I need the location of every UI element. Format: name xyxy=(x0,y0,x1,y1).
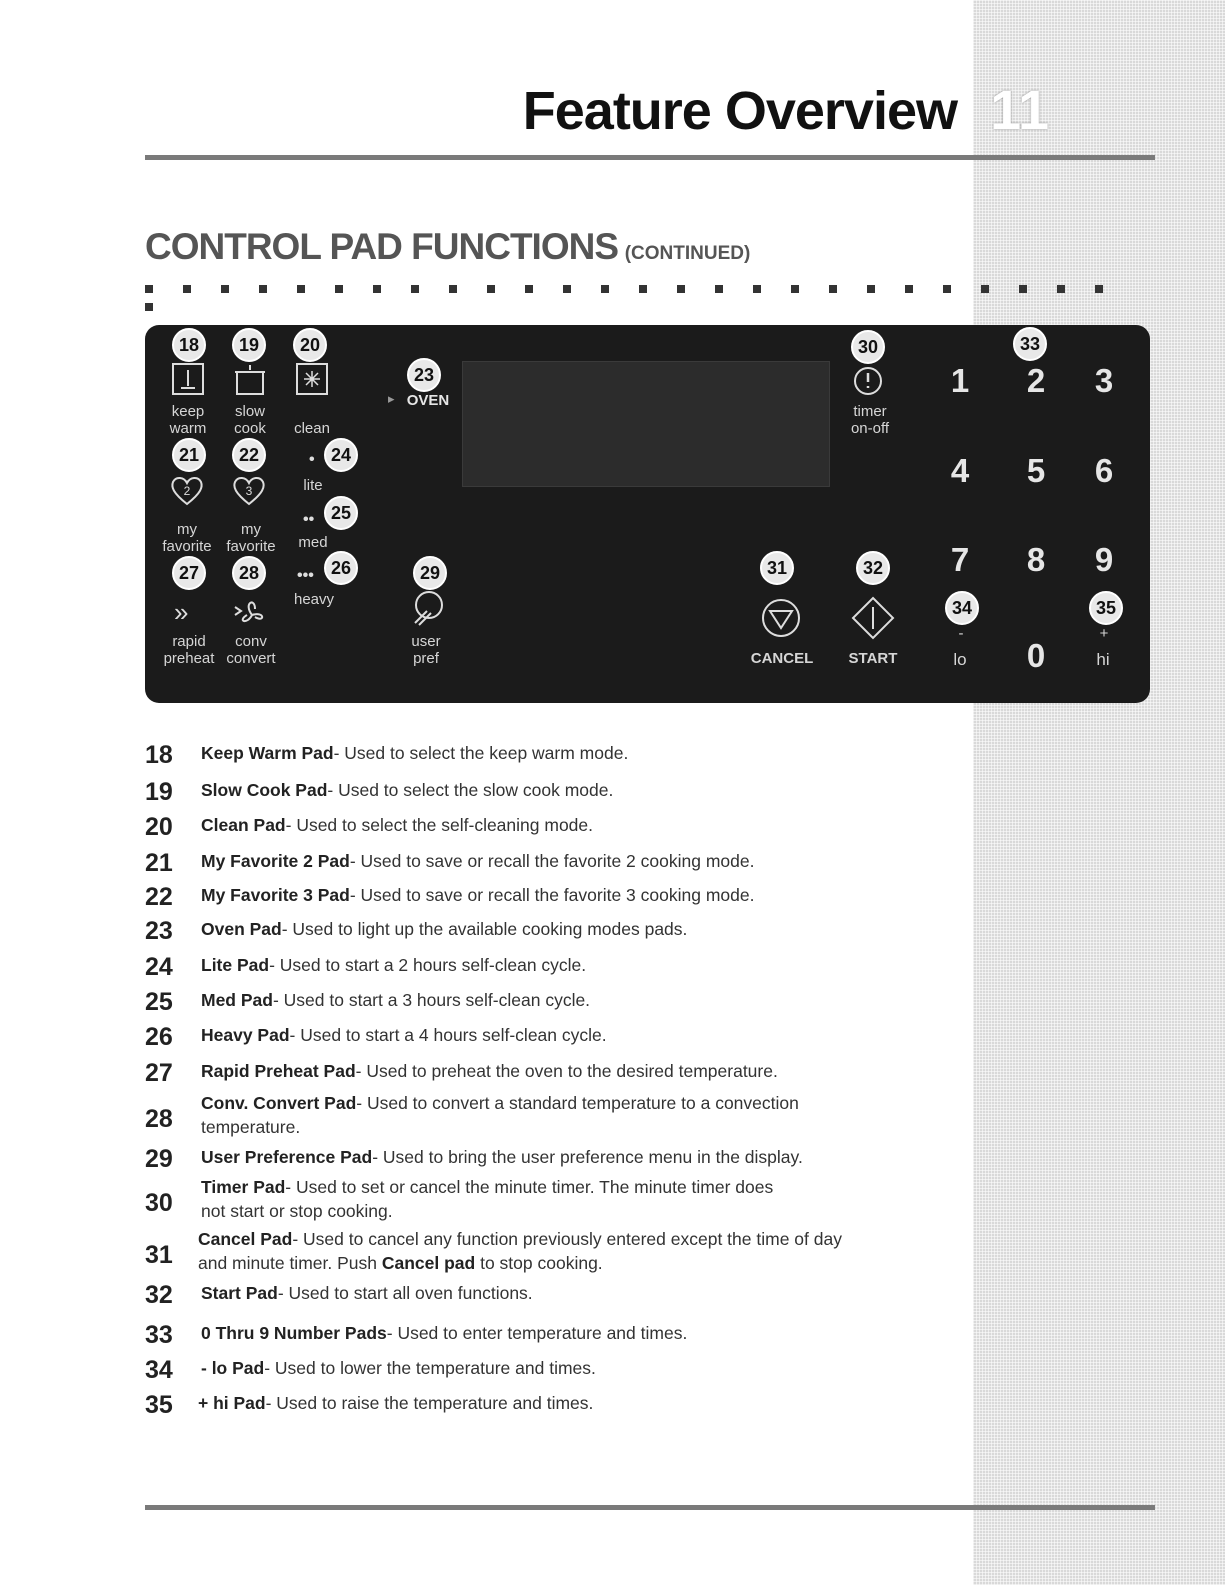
dotted-divider xyxy=(145,280,1155,311)
control-panel-illustration: 18 19 20 21 22 23 24 25 26 27 28 29 30 3… xyxy=(145,325,1150,703)
footer-rule xyxy=(145,1505,1155,1510)
heart-icon: 2 xyxy=(171,477,203,506)
callout-badge: 30 xyxy=(851,330,885,364)
number-pad-8: 8 xyxy=(1026,541,1046,578)
timer-icon xyxy=(854,367,882,395)
page-title: Feature Overview xyxy=(522,81,958,141)
lo-label: lo xyxy=(953,650,967,669)
rapid-preheat-icon: » xyxy=(174,597,189,627)
callout-badge: 35 xyxy=(1089,591,1123,625)
heart-icon: 3 xyxy=(233,477,265,506)
callout-badge: 18 xyxy=(172,328,206,362)
callout-badge: 33 xyxy=(1013,327,1047,361)
number-pad-2: 2 xyxy=(1026,362,1046,399)
number-pad-3: 3 xyxy=(1094,362,1114,399)
callout-badge: 31 xyxy=(760,551,794,585)
header-rule xyxy=(145,155,1155,160)
callout-badge: 24 xyxy=(324,438,358,472)
number-pad-4: 4 xyxy=(950,452,970,489)
callout-badge: 21 xyxy=(172,438,206,472)
decorative-sidebar xyxy=(973,0,1225,1585)
fav-2-number: 2 xyxy=(184,484,191,498)
start-icon xyxy=(851,596,895,640)
callout-badge: 22 xyxy=(232,438,266,472)
callout-badge: 29 xyxy=(413,556,447,590)
convection-fan-icon xyxy=(234,601,264,622)
start-label: START xyxy=(848,650,898,667)
number-pad-5: 5 xyxy=(1026,452,1046,489)
callout-badge: 26 xyxy=(324,551,358,585)
med-dots-icon: •• xyxy=(303,511,315,528)
callout-badge: 23 xyxy=(407,358,441,392)
minus-sign: - xyxy=(958,625,964,642)
cancel-label: CANCEL xyxy=(750,650,814,667)
fav-3-number: 3 xyxy=(246,484,253,498)
plus-sign: + xyxy=(1099,625,1109,642)
oven-arrow-icon: ▸ xyxy=(388,391,395,406)
number-pad-0: 0 xyxy=(1026,637,1046,674)
section-title: CONTROL PAD FUNCTIONS xyxy=(145,226,619,267)
lite-dots-icon: • xyxy=(309,451,315,468)
wrench-icon xyxy=(414,591,443,626)
number-pad-9: 9 xyxy=(1094,541,1114,578)
number-pad-7: 7 xyxy=(950,541,970,578)
chapter-number: 11 xyxy=(990,78,1050,141)
oven-label: OVEN xyxy=(406,392,450,409)
clean-label: clean xyxy=(294,420,330,437)
lite-label: lite xyxy=(303,477,323,494)
med-label: med xyxy=(298,534,328,551)
callout-badge: 28 xyxy=(232,556,266,590)
slow-cook-icon xyxy=(235,365,265,395)
callout-badge: 20 xyxy=(293,328,327,362)
callout-badge: 32 xyxy=(856,551,890,585)
heavy-dots-icon: ••• xyxy=(297,567,314,584)
number-pad-1: 1 xyxy=(950,362,970,399)
callout-badge: 19 xyxy=(232,328,266,362)
hi-label: hi xyxy=(1096,650,1110,669)
heavy-label: heavy xyxy=(293,591,335,608)
section-heading: CONTROL PAD FUNCTIONS (CONTINUED) xyxy=(145,228,750,265)
callout-badge: 27 xyxy=(172,556,206,590)
cancel-icon xyxy=(762,599,800,637)
clean-icon xyxy=(296,363,328,395)
number-pad-6: 6 xyxy=(1094,452,1114,489)
keep-warm-icon xyxy=(172,363,204,395)
section-subtitle: (CONTINUED) xyxy=(624,243,751,264)
callout-badge: 34 xyxy=(945,591,979,625)
oven-display xyxy=(462,361,830,487)
callout-badge: 25 xyxy=(324,496,358,530)
